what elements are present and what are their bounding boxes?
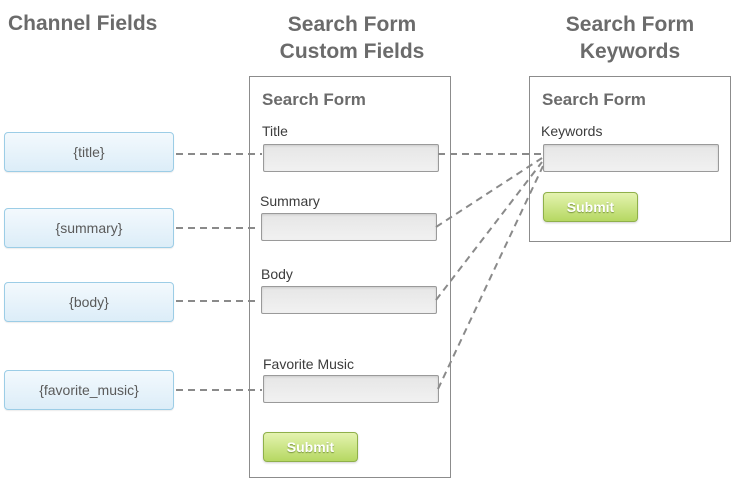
channel-field-title: {title} (4, 132, 174, 172)
connector-summary-input-to-keywords (435, 157, 543, 228)
keywords-field-label: Keywords (541, 123, 603, 139)
custom-fields-search-form: Search Form Title Summary Body Favorite … (249, 76, 451, 478)
connector-body-input-to-keywords (435, 161, 543, 301)
connector-favorite-music-input-to-keywords (437, 165, 544, 390)
keyword-form-title: Search Form (542, 90, 646, 109)
custom-form-title: Search Form (262, 90, 366, 109)
favorite-music-input[interactable] (263, 375, 439, 403)
channel-field-body: {body} (4, 282, 174, 322)
keyword-form-submit-button[interactable]: Submit (543, 192, 638, 222)
custom-fields-heading: Search Form Custom Fields (279, 13, 425, 63)
body-input[interactable] (261, 286, 437, 314)
body-field-label: Body (261, 266, 293, 282)
favorite-music-field-label: Favorite Music (263, 356, 355, 372)
channel-fields-heading: Channel Fields (8, 12, 158, 35)
keywords-heading: Search Form Keywords (565, 13, 695, 63)
summary-field-label: Summary (260, 193, 320, 209)
title-input[interactable] (263, 144, 439, 172)
keywords-input[interactable] (543, 144, 719, 172)
channel-field-summary: {summary} (4, 208, 174, 248)
custom-form-submit-button[interactable]: Submit (263, 432, 358, 462)
summary-input[interactable] (261, 213, 437, 241)
title-field-label: Title (262, 123, 288, 139)
keywords-search-form: Search Form Keywords Submit (529, 76, 731, 242)
channel-field-favorite-music: {favorite_music} (4, 370, 174, 410)
